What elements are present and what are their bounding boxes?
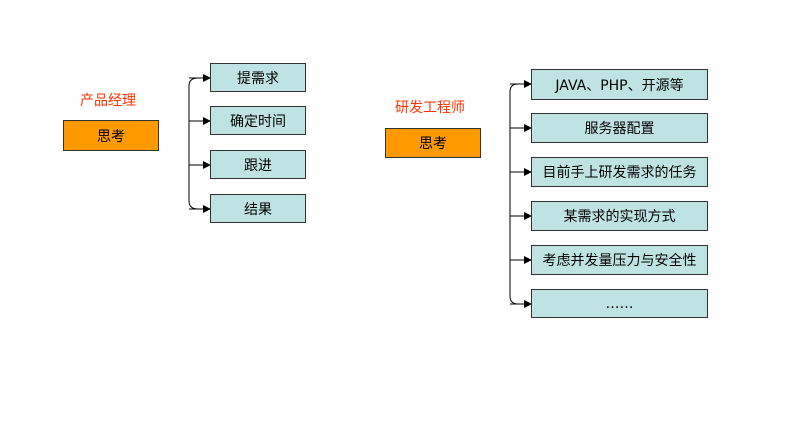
eng-node-concurrency-security: 考虑并发量压力与安全性 xyxy=(531,245,708,275)
eng-node-tech-stack: JAVA、PHP、开源等 xyxy=(531,69,708,100)
right-tree-connectors xyxy=(509,80,532,308)
eng-node-current-tasks: 目前手上研发需求的任务 xyxy=(531,157,708,187)
product-manager-root-node: 思考 xyxy=(63,120,159,151)
pm-node-set-schedule: 确定时间 xyxy=(210,106,306,135)
eng-node-server-config: 服务器配置 xyxy=(531,113,708,143)
engineer-title: 研发工程师 xyxy=(395,100,465,116)
pm-node-follow-up: 跟进 xyxy=(210,150,306,179)
engineer-root-node: 思考 xyxy=(385,128,481,158)
product-manager-title: 产品经理 xyxy=(80,93,136,109)
pm-node-result: 结果 xyxy=(210,194,306,223)
left-tree-connectors xyxy=(188,74,211,213)
left-bracket-line xyxy=(188,77,199,210)
eng-node-ellipsis: …… xyxy=(531,289,708,318)
eng-node-implementation: 某需求的实现方式 xyxy=(531,201,708,231)
right-bracket-line xyxy=(509,83,519,305)
pm-node-submit-requirement: 提需求 xyxy=(210,63,306,92)
